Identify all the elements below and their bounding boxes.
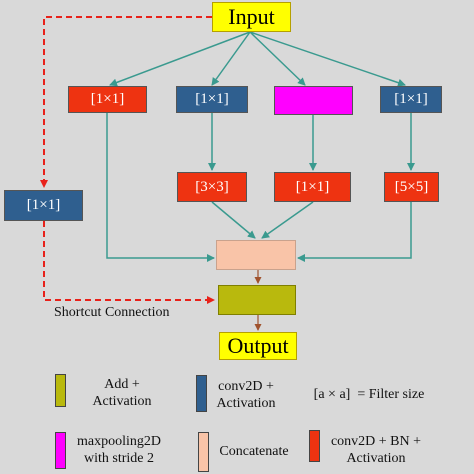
legend-concat-text: Concatenate [219,444,289,459]
output-label: Output [227,333,289,358]
arrow-1x1-to-concat [261,201,314,239]
input-label: Input [228,4,275,29]
arrow-branch1-to-concat [106,113,215,262]
legend-maxpool-line2: with stride 2 [84,451,154,466]
legend-conv-bn-line1: conv2D + BN + [330,434,422,449]
legend-add-swatch [55,374,66,407]
legend-conv-text: conv2D + Activation [206,378,286,412]
mid3-label: [5×5] [394,178,429,195]
arrow-3x3-to-concat [211,201,256,239]
arrow-input-to-branch2 [211,31,251,86]
legend-add-text: Add + Activation [72,376,172,410]
concatenate-node [216,240,296,270]
arrow-input-to-branch1 [109,31,251,87]
branch4-conv-1x1: [1×1] [380,86,442,113]
branch1-conv-bn-1x1: [1×1] [68,86,147,113]
legend-conv-swatch [196,375,207,412]
branch1-label: [1×1] [90,91,125,107]
legend-add-line1: Add + [104,377,140,392]
shortcut-connection-label: Shortcut Connection [54,305,170,320]
legend-maxpool-swatch [55,432,66,469]
shortcut-dashed-path-top [40,16,212,188]
add-node [218,285,296,315]
branch3-maxpool [274,86,353,115]
legend-maxpool-text: maxpooling2D with stride 2 [64,433,174,467]
arrow-input-to-branch3 [249,31,306,86]
branch2-label: [1×1] [195,91,229,107]
legend-conv-line1: conv2D + [218,379,274,394]
legend-concat-swatch [198,432,209,472]
arrow-5x5-to-concat [297,202,412,262]
mid1-label: [3×3] [195,178,229,195]
branch3-conv-bn-1x1: [1×1] [274,172,351,202]
output-node: Output [219,332,297,360]
arrow-input-to-branch4 [249,31,406,87]
branch2-conv-bn-3x3: [3×3] [177,172,247,202]
legend-conv-bn-line2: Activation [346,451,406,466]
legend-maxpool-line1: maxpooling2D [77,434,161,449]
legend-conv-line2: Activation [216,396,276,411]
branch4-conv-bn-5x5: [5×5] [384,172,439,202]
shortcut-conv-1x1: [1×1] [4,190,83,221]
legend-conv-bn-swatch [309,430,320,462]
legend-filter-size: [a × a] = Filter size [313,387,425,402]
legend-add-line2: Activation [92,394,152,409]
input-node: Input [212,2,291,32]
mid2-label: [1×1] [295,178,330,195]
legend-conv-bn-text: conv2D + BN + Activation [320,433,432,467]
branch2-conv-1x1: [1×1] [176,86,248,113]
branch4-label: [1×1] [394,91,428,107]
shortcut-dashed-path-bottom [43,221,215,304]
shortcut-conv-label: [1×1] [26,197,61,213]
